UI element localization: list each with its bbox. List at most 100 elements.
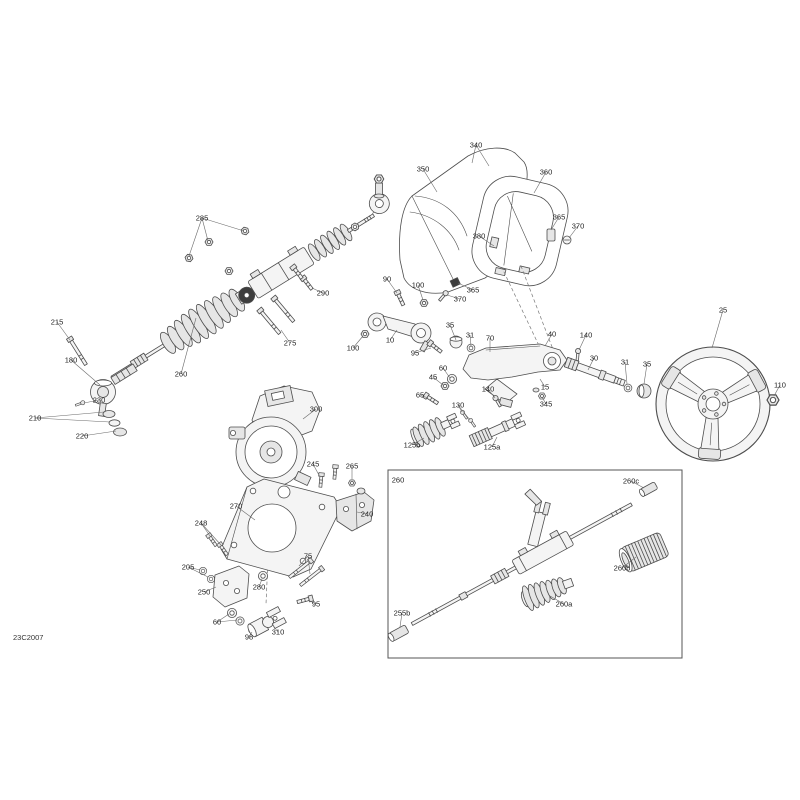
leader-line-230 bbox=[83, 399, 100, 404]
leader-line-220 bbox=[81, 430, 117, 437]
leader-line-95 bbox=[414, 347, 432, 354]
leader-line-290 bbox=[311, 287, 324, 294]
leader-line-205 bbox=[187, 566, 209, 578]
leader-line-260 bbox=[180, 317, 197, 375]
power-steering-unit bbox=[228, 385, 321, 488]
leader-line-260b bbox=[621, 556, 637, 569]
part-callout-248: 248 bbox=[194, 518, 208, 528]
leader-line-75 bbox=[298, 555, 309, 567]
shaft-ring-and-cap bbox=[623, 383, 652, 399]
part-callout-290: 290 bbox=[316, 288, 330, 298]
leader-line-40 bbox=[544, 333, 553, 347]
part-callout-260: 260 bbox=[391, 475, 405, 485]
leader-line-248 bbox=[200, 522, 211, 537]
part-callout-31: 31 bbox=[620, 357, 630, 367]
part-callout-270: 270 bbox=[229, 501, 243, 511]
part-callout-60: 60 bbox=[212, 617, 222, 627]
leader-line-98 bbox=[248, 631, 253, 638]
part-callout-340: 340 bbox=[469, 140, 483, 150]
leader-line-300 bbox=[302, 408, 317, 420]
leader-line-180 bbox=[70, 359, 101, 386]
leader-line-125b bbox=[411, 437, 425, 446]
part-callout-125b: 125b bbox=[403, 440, 421, 450]
part-callout-255b: 255b bbox=[393, 608, 411, 618]
leader-line-30 bbox=[587, 357, 595, 371]
part-callout-31: 31 bbox=[465, 330, 475, 340]
part-callout-15: 15 bbox=[540, 382, 550, 392]
part-callout-95: 95 bbox=[311, 599, 321, 609]
part-callout-220: 220 bbox=[75, 431, 89, 441]
leader-line-345 bbox=[541, 396, 547, 405]
leader-line-340 bbox=[475, 144, 490, 167]
part-callout-140: 140 bbox=[579, 330, 593, 340]
part-callout-350: 350 bbox=[416, 164, 430, 174]
part-callout-70: 70 bbox=[485, 333, 495, 343]
part-callout-75: 75 bbox=[303, 551, 313, 561]
part-callout-260: 260 bbox=[174, 369, 188, 379]
part-callout-25: 25 bbox=[718, 305, 728, 315]
leader-line-350 bbox=[422, 168, 438, 193]
part-callout-130: 130 bbox=[451, 400, 465, 410]
part-callout-300: 300 bbox=[309, 404, 323, 414]
inset-rack-detail bbox=[387, 481, 669, 642]
part-callout-275: 275 bbox=[283, 338, 297, 348]
leader-line-370 bbox=[568, 225, 579, 239]
wheel-nut bbox=[766, 394, 780, 406]
leader-line-95 bbox=[307, 599, 317, 605]
part-callout-240: 240 bbox=[360, 509, 374, 519]
part-callout-260a: 260a bbox=[555, 599, 573, 609]
leader-line-250 bbox=[203, 586, 217, 593]
bezel-clip-and-screw bbox=[546, 228, 572, 245]
intermediate-shaft-boot-125b bbox=[410, 412, 461, 448]
leader-line-380 bbox=[478, 235, 495, 247]
leader-line-90 bbox=[386, 278, 398, 294]
leader-line-31 bbox=[469, 334, 472, 347]
leader-line-140 bbox=[578, 334, 587, 351]
part-callout-230: 230 bbox=[92, 395, 106, 405]
part-callout-365: 365 bbox=[552, 212, 566, 222]
leader-line-130 bbox=[457, 404, 471, 421]
leader-line-210 bbox=[34, 417, 111, 423]
leader-line-280 bbox=[258, 578, 263, 588]
gauge-bezel bbox=[471, 175, 569, 287]
part-callout-65: 65 bbox=[415, 390, 425, 400]
leader-line-25 bbox=[711, 309, 724, 349]
leader-line-270 bbox=[235, 505, 256, 521]
steering-wheel bbox=[655, 346, 771, 462]
steering-rack-assembly bbox=[110, 193, 390, 380]
part-callout-360: 360 bbox=[539, 167, 553, 177]
leader-line-100 bbox=[352, 335, 364, 349]
part-callout-285: 285 bbox=[195, 213, 209, 223]
part-callout-250: 250 bbox=[197, 587, 211, 597]
steering-shaft bbox=[563, 356, 626, 387]
leader-line-275 bbox=[280, 329, 291, 344]
leader-line-365 bbox=[457, 282, 474, 291]
part-callout-40: 40 bbox=[547, 329, 557, 339]
part-callout-260c: 260c bbox=[622, 476, 640, 486]
leader-line-255b bbox=[399, 612, 403, 628]
leader-line-365 bbox=[550, 216, 560, 231]
leader-line-110 bbox=[773, 384, 781, 397]
leader-line-370 bbox=[446, 294, 461, 300]
part-callout-210: 210 bbox=[28, 413, 42, 423]
leader-line-215 bbox=[56, 321, 71, 341]
leader-line-75 bbox=[307, 555, 311, 575]
part-callout-45: 45 bbox=[428, 372, 438, 382]
mounting-plate bbox=[220, 478, 342, 578]
leader-line-285 bbox=[188, 217, 203, 257]
part-callout-10: 10 bbox=[385, 335, 395, 345]
part-callout-180: 180 bbox=[64, 355, 78, 365]
leader-line-205 bbox=[187, 566, 201, 571]
part-callout-125a: 125a bbox=[483, 442, 501, 452]
part-callout-30: 30 bbox=[589, 353, 599, 363]
leader-line-10 bbox=[389, 329, 398, 341]
leader-line-100 bbox=[417, 284, 424, 301]
leader-line-35 bbox=[449, 324, 457, 341]
part-callout-260b: 260b bbox=[613, 563, 631, 573]
leader-line-60 bbox=[442, 367, 451, 379]
part-callout-365: 365 bbox=[466, 285, 480, 295]
part-callout-265: 265 bbox=[345, 461, 359, 471]
part-callout-345: 345 bbox=[539, 399, 553, 409]
leader-line-65 bbox=[419, 394, 429, 399]
